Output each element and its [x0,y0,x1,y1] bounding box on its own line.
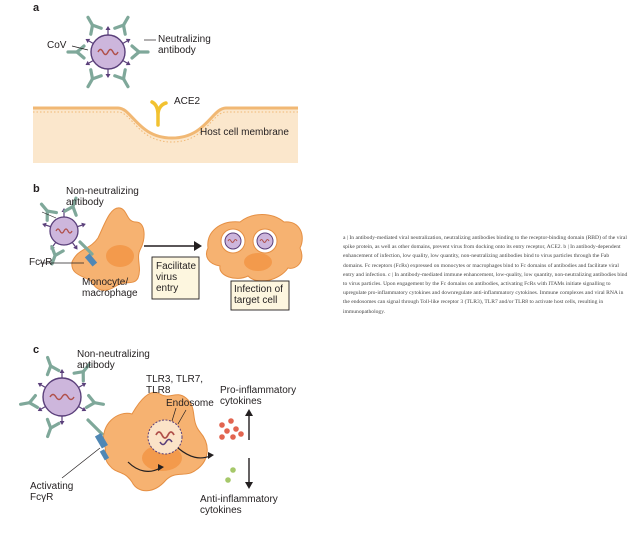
panel-label-c: c [33,344,40,356]
neutralizing-antibody-label-1: Neutralizing [158,34,211,45]
facilitate-label-2: virus [156,272,178,283]
up-arrow [245,409,253,440]
panel-c-diagram [17,353,253,492]
anti-inflammatory-label-1: Anti-inflammatory [200,494,278,505]
virus-b [35,194,88,268]
infection-box [230,280,290,311]
down-arrow [245,458,253,489]
cov-virus [66,12,150,92]
host-cell-membrane-label: Host cell membrane [200,127,289,138]
pro-inflammatory-label-1: Pro-inflammatory [220,385,297,396]
pro-inflammatory-label-2: cytokines [220,396,262,407]
non-neutralizing-label-b-1: Non-neutralizing [66,186,139,197]
pro-inflammatory-cytokine-dots [219,418,244,440]
panel-b-diagram [35,194,303,311]
cov-label: CoV [47,40,67,51]
figure-caption: a | In antibody-mediated viral neutraliz… [343,235,628,315]
ace2-label: ACE2 [174,96,201,107]
panel-label-b: b [33,183,40,195]
activating-fc-gamma-receptor [86,418,110,461]
facilitate-box [151,256,200,300]
neutralizing-antibody-label-2: antibody [158,45,196,56]
fc-gamma-receptor-label-b: FcγR [29,257,53,268]
endosome-label: Endosome [166,398,214,409]
activating-fcgr-label-1: Activating [30,481,74,492]
virus-c [17,353,107,441]
monocyte-label-1: Monocyte/ [82,277,129,288]
monocyte-label-2: macrophage [82,288,138,299]
tlr-label-1: TLR3, TLR7, [146,374,204,385]
endosome [147,419,183,455]
ace2-receptor [150,100,168,127]
host-cell-membrane [33,108,298,163]
non-neutralizing-label-b-2: antibody [66,197,104,208]
facilitate-label-1: Facilitate [156,261,197,272]
infected-target-cell [206,214,303,282]
anti-inflammatory-cytokine-dots [225,467,236,483]
non-neutralizing-label-c-1: Non-neutralizing [77,349,150,360]
non-neutralizing-label-c-2: antibody [77,360,115,371]
fc-gamma-receptor-b [78,240,98,267]
infection-label-1: Infection of [234,284,283,295]
panel-label-a: a [33,2,40,14]
facilitate-label-3: entry [156,283,179,294]
activating-fcgr-label-2: FcγR [30,492,54,503]
panel-a-diagram [33,12,298,163]
signal-arrow-left [127,461,161,472]
anti-inflammatory-label-2: cytokines [200,505,242,516]
infection-label-2: target cell [234,295,278,306]
monocyte-macrophage-cell [71,207,145,291]
signal-arrow-right [177,447,211,459]
tlr-label-2: TLR8 [146,385,171,396]
